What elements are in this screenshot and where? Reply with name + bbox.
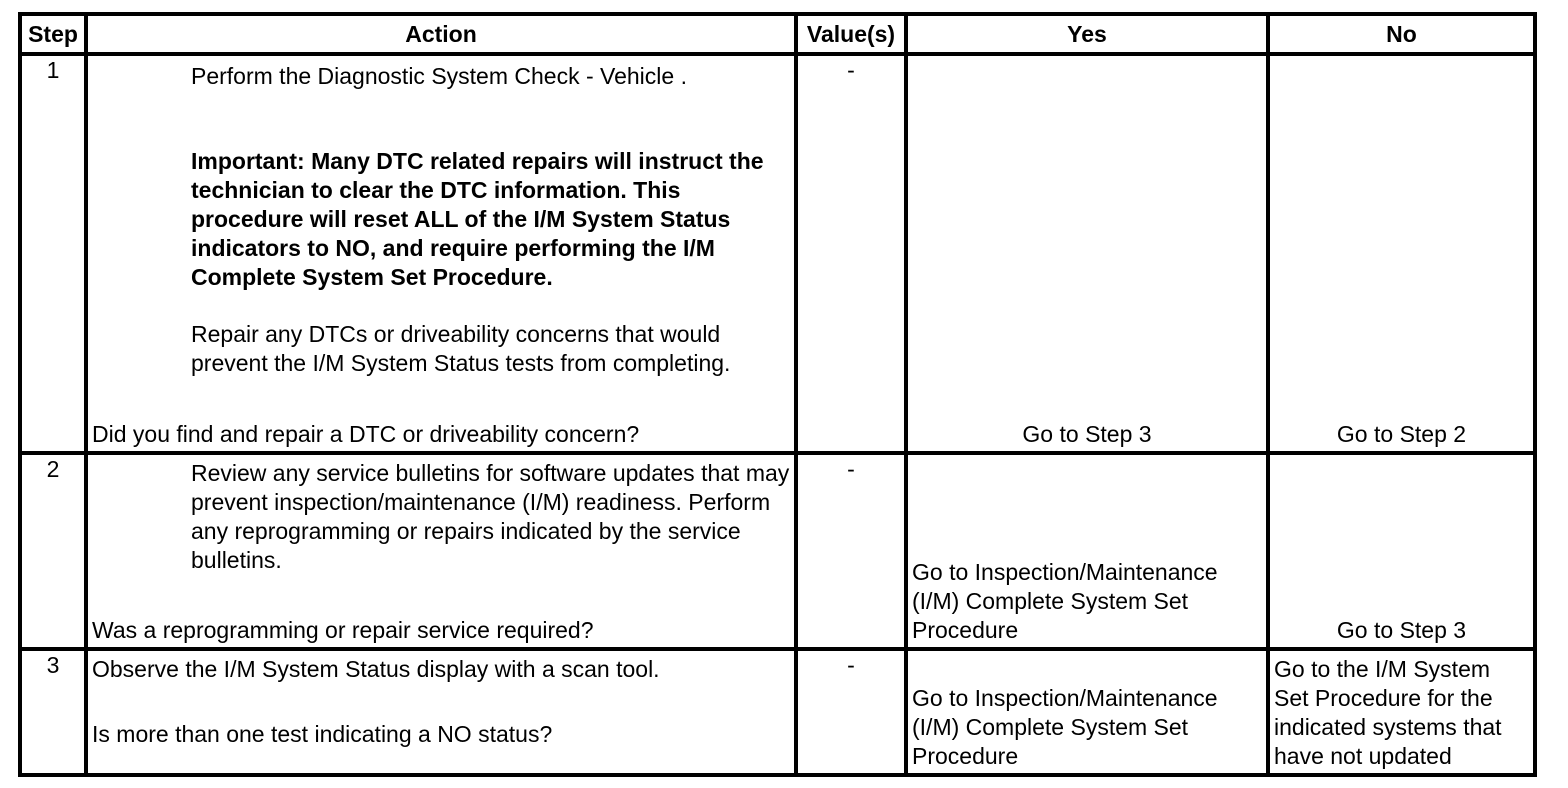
no-link[interactable]: Go to the I/M System Set Procedure for t… (1274, 656, 1502, 770)
table-row: 3 Observe the I/M System Status display … (18, 647, 1537, 777)
step-number: 3 (18, 647, 88, 777)
no-link[interactable]: Go to Step 3 (1336, 617, 1467, 644)
no-cell: Go to Step 2 (1266, 52, 1537, 455)
yes-link[interactable]: Go to Step 3 (1022, 420, 1152, 447)
no-cell: Go to the I/M System Set Procedure for t… (1266, 647, 1537, 777)
action-cell: Review any service bulletins for softwar… (84, 450, 798, 652)
table-row: 2 Review any service bulletins for softw… (18, 450, 1537, 652)
yes-link[interactable]: Go to Inspection/Maintenance (I/M) Compl… (912, 559, 1218, 644)
yes-link[interactable]: Go to Inspection/Maintenance (I/M) Compl… (912, 685, 1218, 769)
action-question: Was a reprogramming or repair service re… (92, 617, 594, 644)
yes-cell: Go to Inspection/Maintenance (I/M) Compl… (904, 647, 1270, 777)
important-note: Important: Many DTC related repairs will… (191, 148, 764, 290)
action-text: Repair any DTCs or driveability concerns… (191, 321, 731, 376)
header-values: Value(s) (794, 12, 908, 56)
action-question: Is more than one test indicating a NO st… (92, 721, 553, 747)
action-text: Perform the Diagnostic System Check - Ve… (191, 63, 687, 89)
header-no: No (1266, 12, 1537, 56)
diagnostic-table: Step Action Value(s) Yes No 1 Perform th… (18, 12, 1537, 777)
action-cell: Observe the I/M System Status display wi… (84, 647, 798, 777)
header-action: Action (84, 12, 798, 56)
step-number: 1 (18, 52, 88, 455)
no-cell: Go to Step 3 (1266, 450, 1537, 652)
action-question: Did you find and repair a DTC or driveab… (92, 420, 640, 447)
value-cell: - (794, 52, 908, 455)
action-cell: Perform the Diagnostic System Check - Ve… (84, 52, 798, 455)
header-row: Step Action Value(s) Yes No (18, 12, 1537, 56)
action-text: Review any service bulletins for softwar… (191, 459, 790, 573)
value-cell: - (794, 450, 908, 652)
header-yes: Yes (904, 12, 1270, 56)
header-step: Step (18, 12, 88, 56)
yes-cell: Go to Inspection/Maintenance (I/M) Compl… (904, 450, 1270, 652)
step-number: 2 (18, 450, 88, 652)
action-text: Observe the I/M System Status display wi… (92, 656, 660, 683)
table-row: 1 Perform the Diagnostic System Check - … (18, 52, 1537, 455)
no-link[interactable]: Go to Step 2 (1336, 420, 1467, 447)
value-cell: - (794, 647, 908, 777)
yes-cell: Go to Step 3 (904, 52, 1270, 455)
